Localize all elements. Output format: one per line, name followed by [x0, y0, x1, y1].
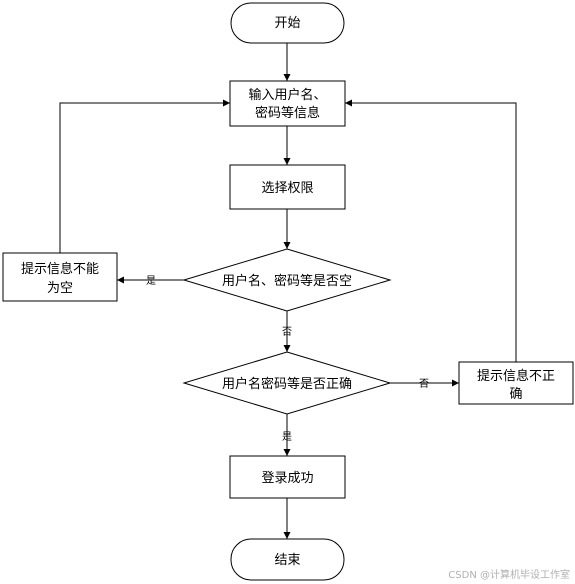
start-label: 开始 [274, 16, 300, 31]
prompt-incorrect-line2: 确 [509, 387, 522, 402]
prompt-empty-line1: 提示信息不能 [21, 261, 99, 277]
check-empty-decision: 用户名、密码等是否空 [182, 248, 392, 312]
edge-label-correct-yes: 是 [282, 431, 292, 443]
end-label: 结束 [274, 553, 300, 568]
prompt-empty-line2: 为空 [47, 281, 73, 296]
login-success-label: 登录成功 [261, 471, 313, 486]
edge-prompt-empty-back [59, 99, 230, 253]
check-empty-label: 用户名、密码等是否空 [222, 273, 352, 289]
prompt-incorrect-node: 提示信息不正 确 [458, 361, 574, 405]
edge-label-empty-no: 否 [282, 326, 292, 338]
input-credentials-node: 输入用户名、 密码等信息 [229, 80, 346, 127]
watermark: CSDN @计算机毕设工作室 [448, 568, 570, 581]
edge-label-empty-yes: 是 [146, 275, 156, 287]
end-node: 结束 [230, 538, 345, 581]
edge-label-correct-no: 否 [419, 378, 429, 390]
prompt-empty-node: 提示信息不能 为空 [2, 252, 118, 302]
prompt-incorrect-line1: 提示信息不正 [477, 368, 555, 384]
check-correct-label: 用户名密码等是否正确 [222, 376, 352, 392]
edge-prompt-incorrect-back [345, 99, 517, 362]
input-label-line1: 输入用户名、 [248, 87, 326, 103]
input-label-line2: 密码等信息 [255, 105, 320, 121]
login-success-node: 登录成功 [229, 455, 346, 499]
check-correct-decision: 用户名密码等是否正确 [182, 351, 392, 415]
select-permission-label: 选择权限 [261, 180, 313, 196]
select-permission-node: 选择权限 [229, 164, 346, 210]
start-node: 开始 [230, 2, 345, 44]
